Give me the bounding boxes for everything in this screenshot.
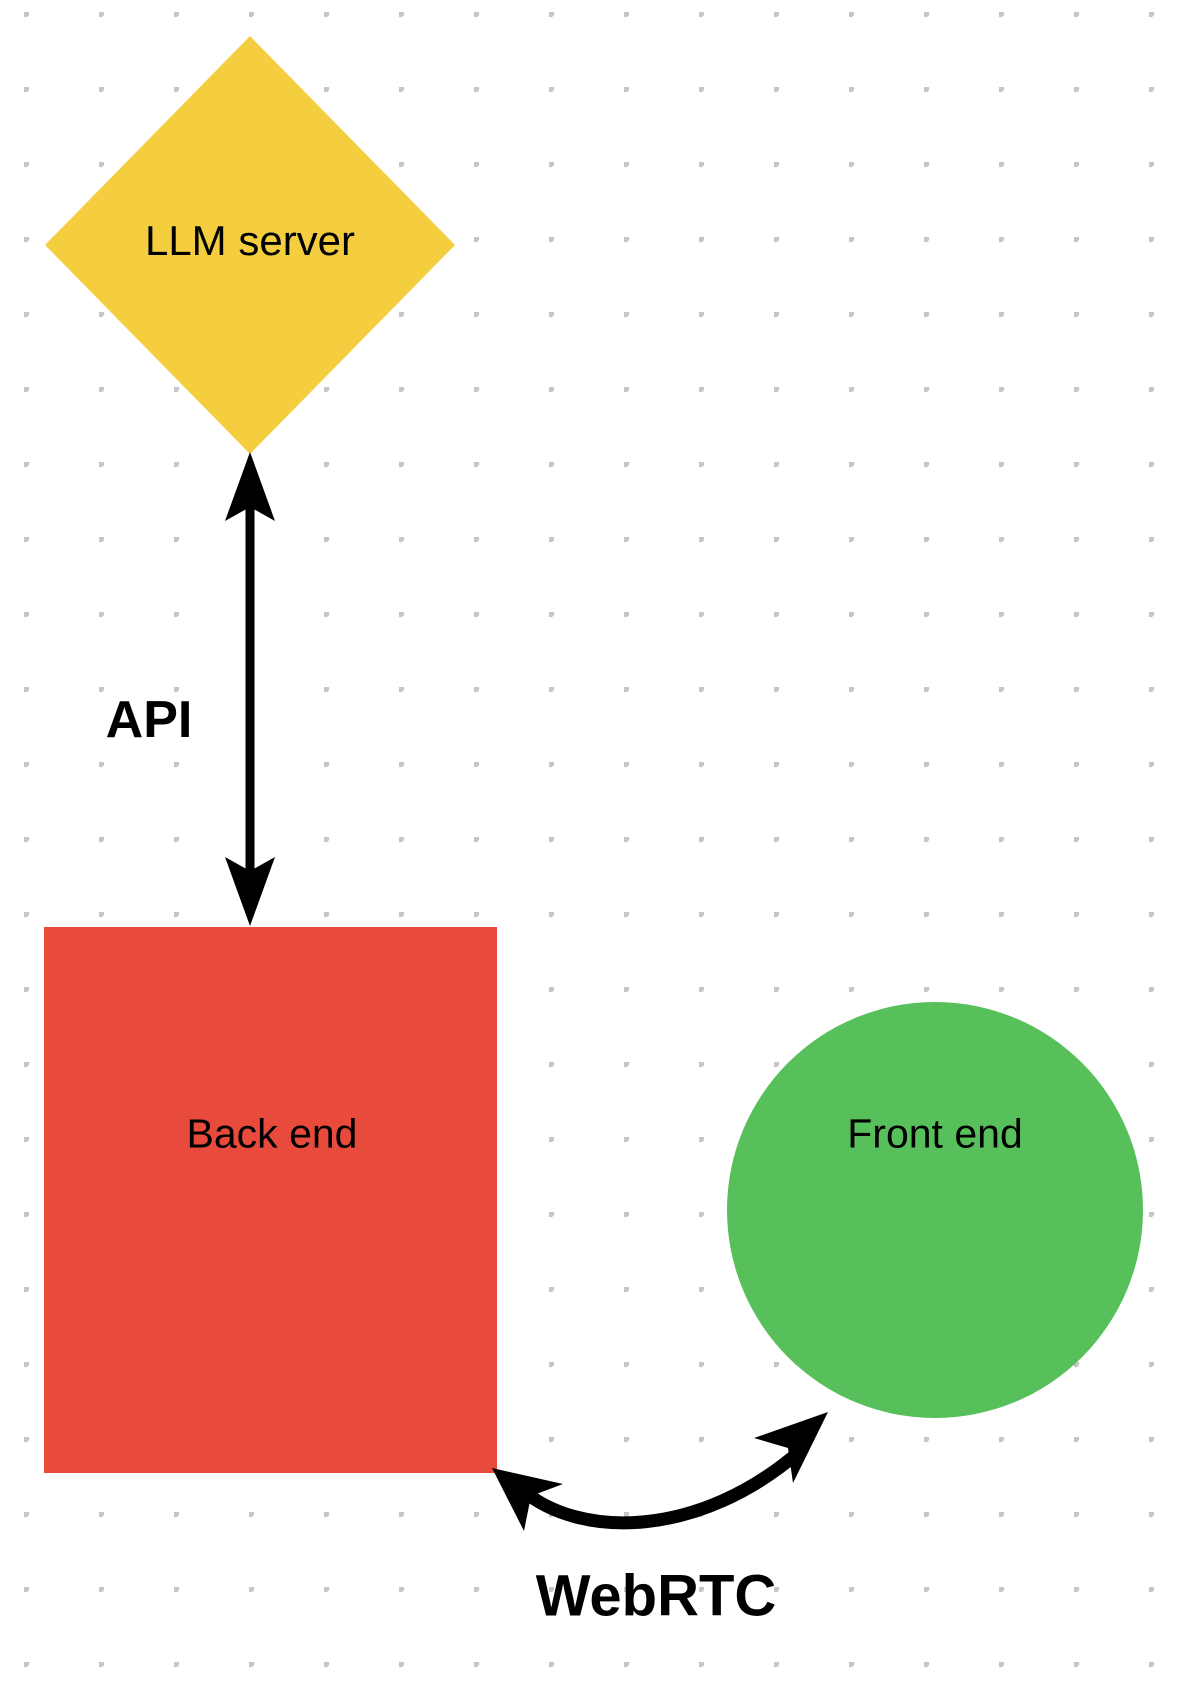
edge-webrtc[interactable]: [492, 1412, 828, 1531]
node-label-llm-server: LLM server: [144, 217, 356, 264]
node-shape-llm-server[interactable]: [45, 36, 455, 454]
node-label-back-end: Back end: [186, 1110, 358, 1157]
edge-webrtc-arrowhead-right: [754, 1412, 828, 1483]
node-shape-back-end[interactable]: [44, 927, 497, 1473]
edge-api[interactable]: [225, 452, 275, 926]
edge-api-arrowhead-top: [225, 452, 275, 521]
edge-label-webrtc: WebRTC: [535, 1563, 777, 1629]
node-shape-front-end[interactable]: [727, 1002, 1143, 1418]
node-label-front-end: Front end: [847, 1110, 1023, 1157]
edge-webrtc-arrowhead-left: [492, 1468, 563, 1531]
edge-api-arrowhead-bottom: [225, 857, 275, 926]
edge-webrtc-curve: [516, 1446, 805, 1530]
edge-label-api: API: [105, 691, 193, 749]
